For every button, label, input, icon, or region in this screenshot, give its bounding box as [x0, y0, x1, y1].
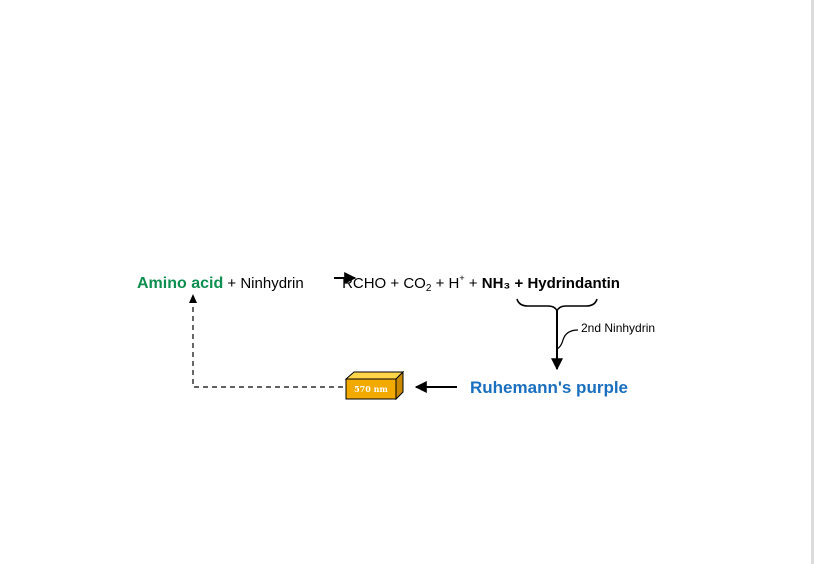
dashed-feedback-line: [192, 306, 343, 388]
box-front-face: [345, 378, 397, 400]
cuvette-box: 570 nm: [344, 370, 405, 401]
ammonia-label: NH₃: [481, 275, 511, 292]
plus-sign: +: [227, 275, 237, 292]
hydrindantin-label: Hydrindantin: [527, 275, 620, 292]
wavelength-label: 570 nm: [354, 384, 388, 394]
plus-sign: +: [514, 275, 524, 292]
co2-label: CO2: [403, 275, 432, 294]
ninhydrin-label: Ninhydrin: [240, 275, 304, 292]
plus-sign: +: [435, 275, 445, 292]
plus-sign: +: [390, 275, 400, 292]
proton-label: H+: [448, 273, 465, 292]
amino-acid-label: Amino acid: [137, 275, 224, 292]
second-ninhydrin-label: 2nd Ninhydrin: [581, 321, 656, 335]
plus-sign: +: [468, 275, 478, 292]
ruhemanns-purple-label: Ruhemann's purple: [470, 378, 629, 397]
second-ninhydrin-curve: [556, 329, 579, 350]
bracket-brace: [516, 298, 598, 314]
dashed-arrow-head: [189, 294, 197, 303]
window-edge: [811, 0, 814, 564]
box-top-face: [344, 371, 405, 380]
